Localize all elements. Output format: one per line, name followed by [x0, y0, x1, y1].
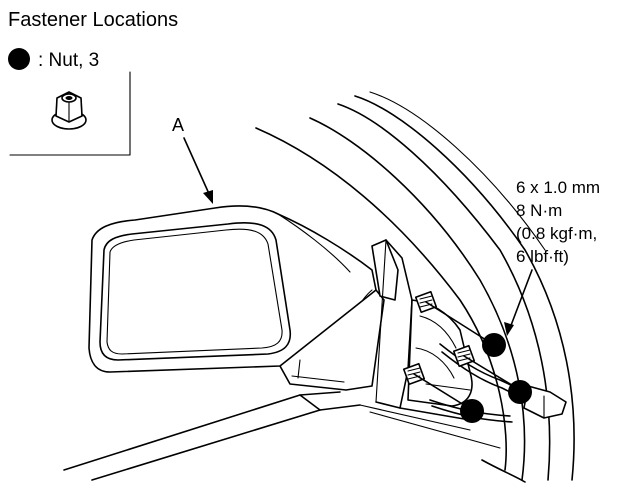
nut-marker-2 — [508, 380, 532, 404]
spec-line-3: (0.8 kgf·m, — [516, 224, 597, 243]
diagram-title: Fastener Locations — [8, 9, 178, 31]
spec-line-2: 8 N·m — [516, 201, 562, 220]
door-sill — [63, 391, 501, 481]
callout-a-leader — [183, 137, 211, 197]
arrowhead-icon — [504, 322, 514, 336]
fastener-markers — [413, 301, 532, 423]
arrowhead-icon — [203, 190, 213, 204]
callout-a: A — [172, 115, 213, 204]
spec-line-1: 6 x 1.0 mm — [516, 178, 600, 197]
legend: : Nut, 3 — [8, 48, 131, 156]
callout-a-label: A — [172, 115, 184, 135]
spec-line-4: 6 lbf·ft) — [516, 247, 569, 266]
nut-marker-3 — [460, 399, 484, 423]
legend-box-border — [9, 71, 131, 156]
legend-label: : Nut, 3 — [38, 50, 99, 71]
filled-circle-icon — [8, 48, 30, 70]
nut-marker-1 — [482, 333, 506, 357]
hex-flange-nut-icon — [51, 91, 87, 130]
mirror-assembly — [88, 205, 399, 403]
torque-spec: 6 x 1.0 mm 8 N·m (0.8 kgf·m, 6 lbf·ft) — [504, 178, 600, 336]
spec-leader — [509, 269, 533, 329]
